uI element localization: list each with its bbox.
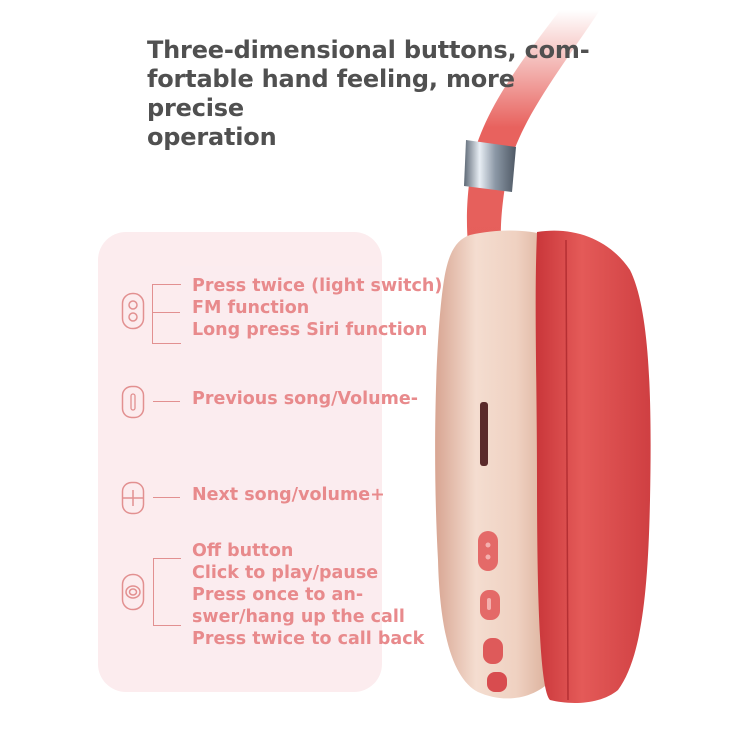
power-line-3: Press once to an-	[192, 585, 364, 605]
connector-line	[153, 401, 180, 402]
previous-label: Previous song/Volume-	[192, 389, 418, 409]
headline-line-3: operation	[147, 123, 277, 151]
headline: Three-dimensional buttons, com- fortable…	[147, 36, 617, 152]
power-line-2: Click to play/pause	[192, 563, 379, 583]
power-line-5: Press twice to call back	[192, 629, 425, 649]
headline-line-2: fortable hand feeling, more precise	[147, 65, 515, 122]
power-line-4: swer/hang up the call	[192, 607, 405, 627]
connector-line	[152, 312, 180, 313]
dual-dot-button-icon	[121, 292, 145, 330]
instruction-panel-overlay	[180, 266, 380, 670]
power-line-1: Off button	[192, 541, 294, 561]
multifunction-line-1: Press twice (light switch)	[192, 276, 443, 296]
power-button-icon	[121, 573, 145, 611]
bracket-connector	[153, 558, 181, 626]
headline-line-1: Three-dimensional buttons, com-	[147, 36, 590, 64]
next-label: Next song/volume+	[192, 485, 385, 505]
connector-line	[153, 497, 180, 498]
minus-button-icon	[121, 385, 145, 419]
plus-button-icon	[121, 481, 145, 515]
multifunction-line-2: FM function	[192, 298, 310, 318]
bracket-connector	[152, 284, 181, 344]
multifunction-line-3: Long press Siri function	[192, 320, 428, 340]
